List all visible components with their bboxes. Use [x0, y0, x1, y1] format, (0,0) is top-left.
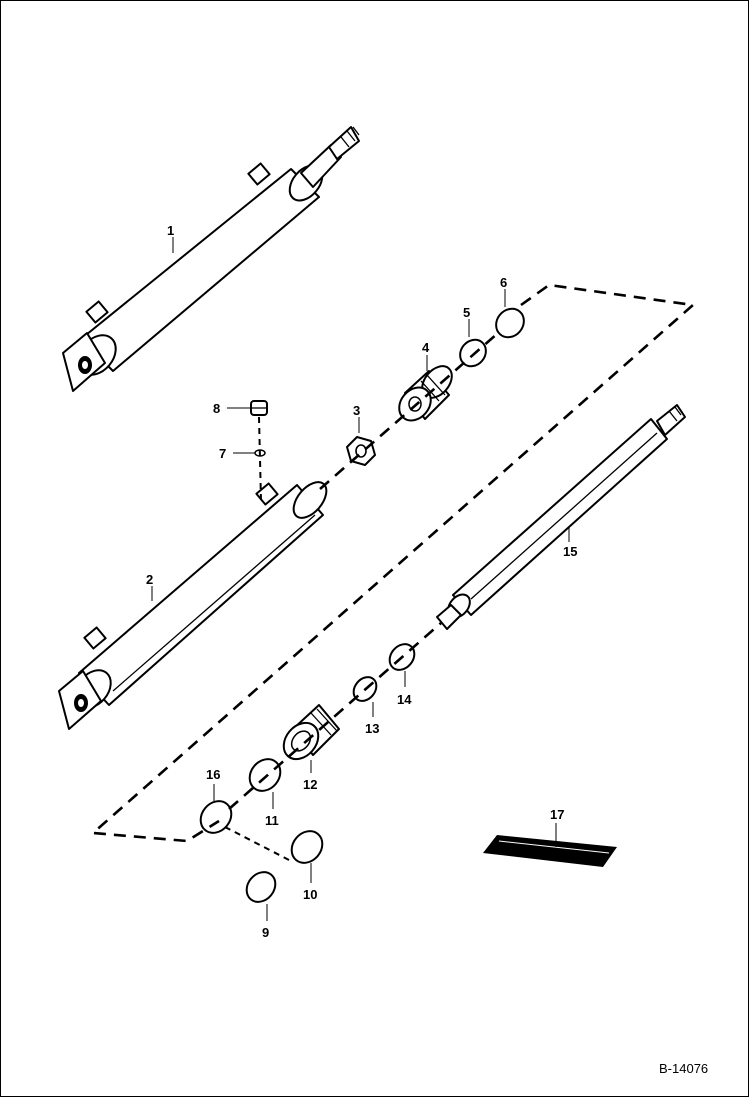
part-10-ring: [290, 830, 324, 864]
label-part-17: 17: [550, 807, 564, 822]
label-part-14: 14: [397, 692, 412, 707]
label-part-2: 2: [146, 572, 153, 587]
part-11-ring: [248, 758, 282, 792]
part-8-fitting: [250, 400, 268, 416]
label-part-5: 5: [463, 305, 470, 320]
label-part-4: 4: [422, 340, 430, 355]
label-part-11: 11: [265, 813, 279, 828]
label-part-3: 3: [353, 403, 360, 418]
part-15-rod: [436, 404, 686, 630]
label-part-1: 1: [167, 223, 174, 238]
part-1-cylinder: [62, 126, 360, 392]
part-16-ring: [199, 800, 233, 834]
label-part-6: 6: [500, 275, 507, 290]
label-part-12: 12: [303, 777, 317, 792]
label-part-7: 7: [219, 446, 226, 461]
label-leader-lines: [151, 237, 570, 921]
label-part-13: 13: [365, 721, 379, 736]
label-part-9: 9: [262, 925, 269, 940]
label-part-8: 8: [213, 401, 220, 416]
part-6-ring: [495, 307, 525, 339]
kit-dashed-outline: [89, 283, 696, 862]
part-17-sheet: [483, 835, 617, 867]
label-part-16: 16: [206, 767, 220, 782]
label-part-15: 15: [563, 544, 577, 559]
part-12-gland: [282, 704, 340, 761]
reference-code: B-14076: [659, 1061, 708, 1076]
part-9-ring: [245, 871, 277, 903]
part-2-barrel: [58, 481, 328, 730]
label-part-10: 10: [303, 887, 317, 902]
